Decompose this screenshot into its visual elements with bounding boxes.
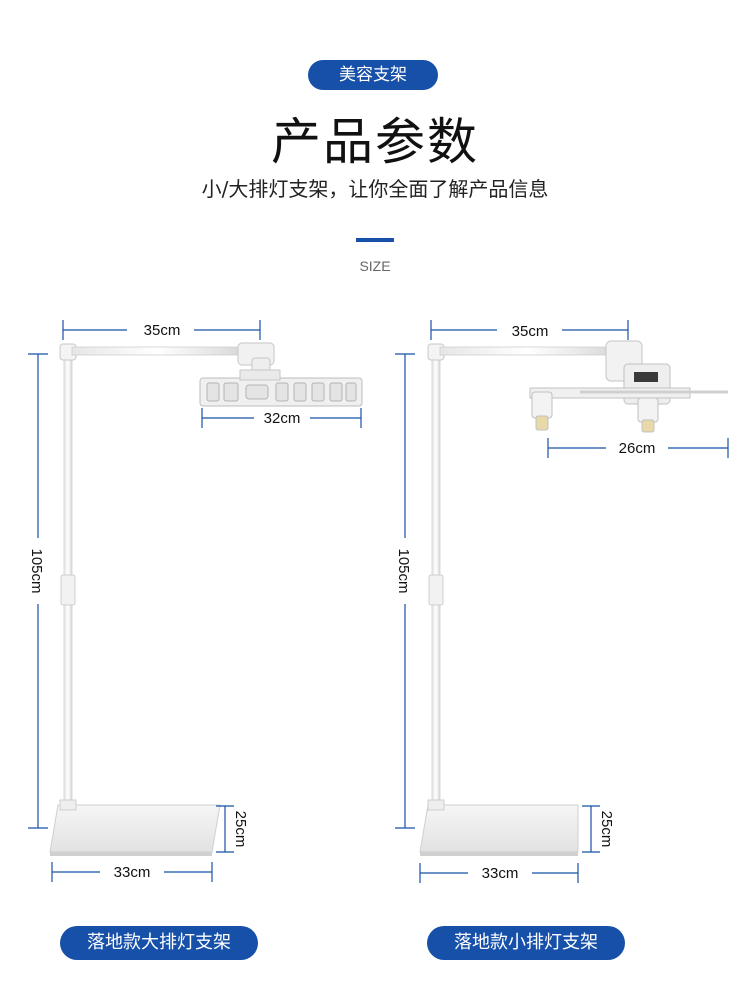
large-height: 105cm xyxy=(28,548,45,593)
small-lamp-width: 26cm xyxy=(619,440,656,457)
page-subtitle: 小/大排灯支架，让你全面了解产品信息 xyxy=(201,177,549,201)
page-title: 产品参数 xyxy=(271,113,479,171)
large-base-width: 33cm xyxy=(114,864,151,881)
large-stand-label: 落地款大排灯支架 xyxy=(60,926,258,960)
large-lamp-width: 32cm xyxy=(264,410,301,427)
small-height: 105cm xyxy=(395,548,412,593)
small-base-width: 33cm xyxy=(482,865,519,882)
large-base-depth: 25cm xyxy=(232,811,249,848)
small-lamp-stand xyxy=(419,340,728,856)
small-base-depth: 25cm xyxy=(598,811,615,848)
large-lamp-stand xyxy=(49,342,363,856)
small-arm-length: 35cm xyxy=(512,323,549,340)
large-arm-length: 35cm xyxy=(144,322,181,339)
large-dimensions xyxy=(28,320,362,882)
small-dimensions xyxy=(395,320,729,883)
small-stand-label: 落地款小排灯支架 xyxy=(427,926,625,960)
size-label: SIZE xyxy=(359,258,391,274)
accent-divider xyxy=(356,238,394,242)
category-badge: 美容支架 xyxy=(308,60,438,90)
